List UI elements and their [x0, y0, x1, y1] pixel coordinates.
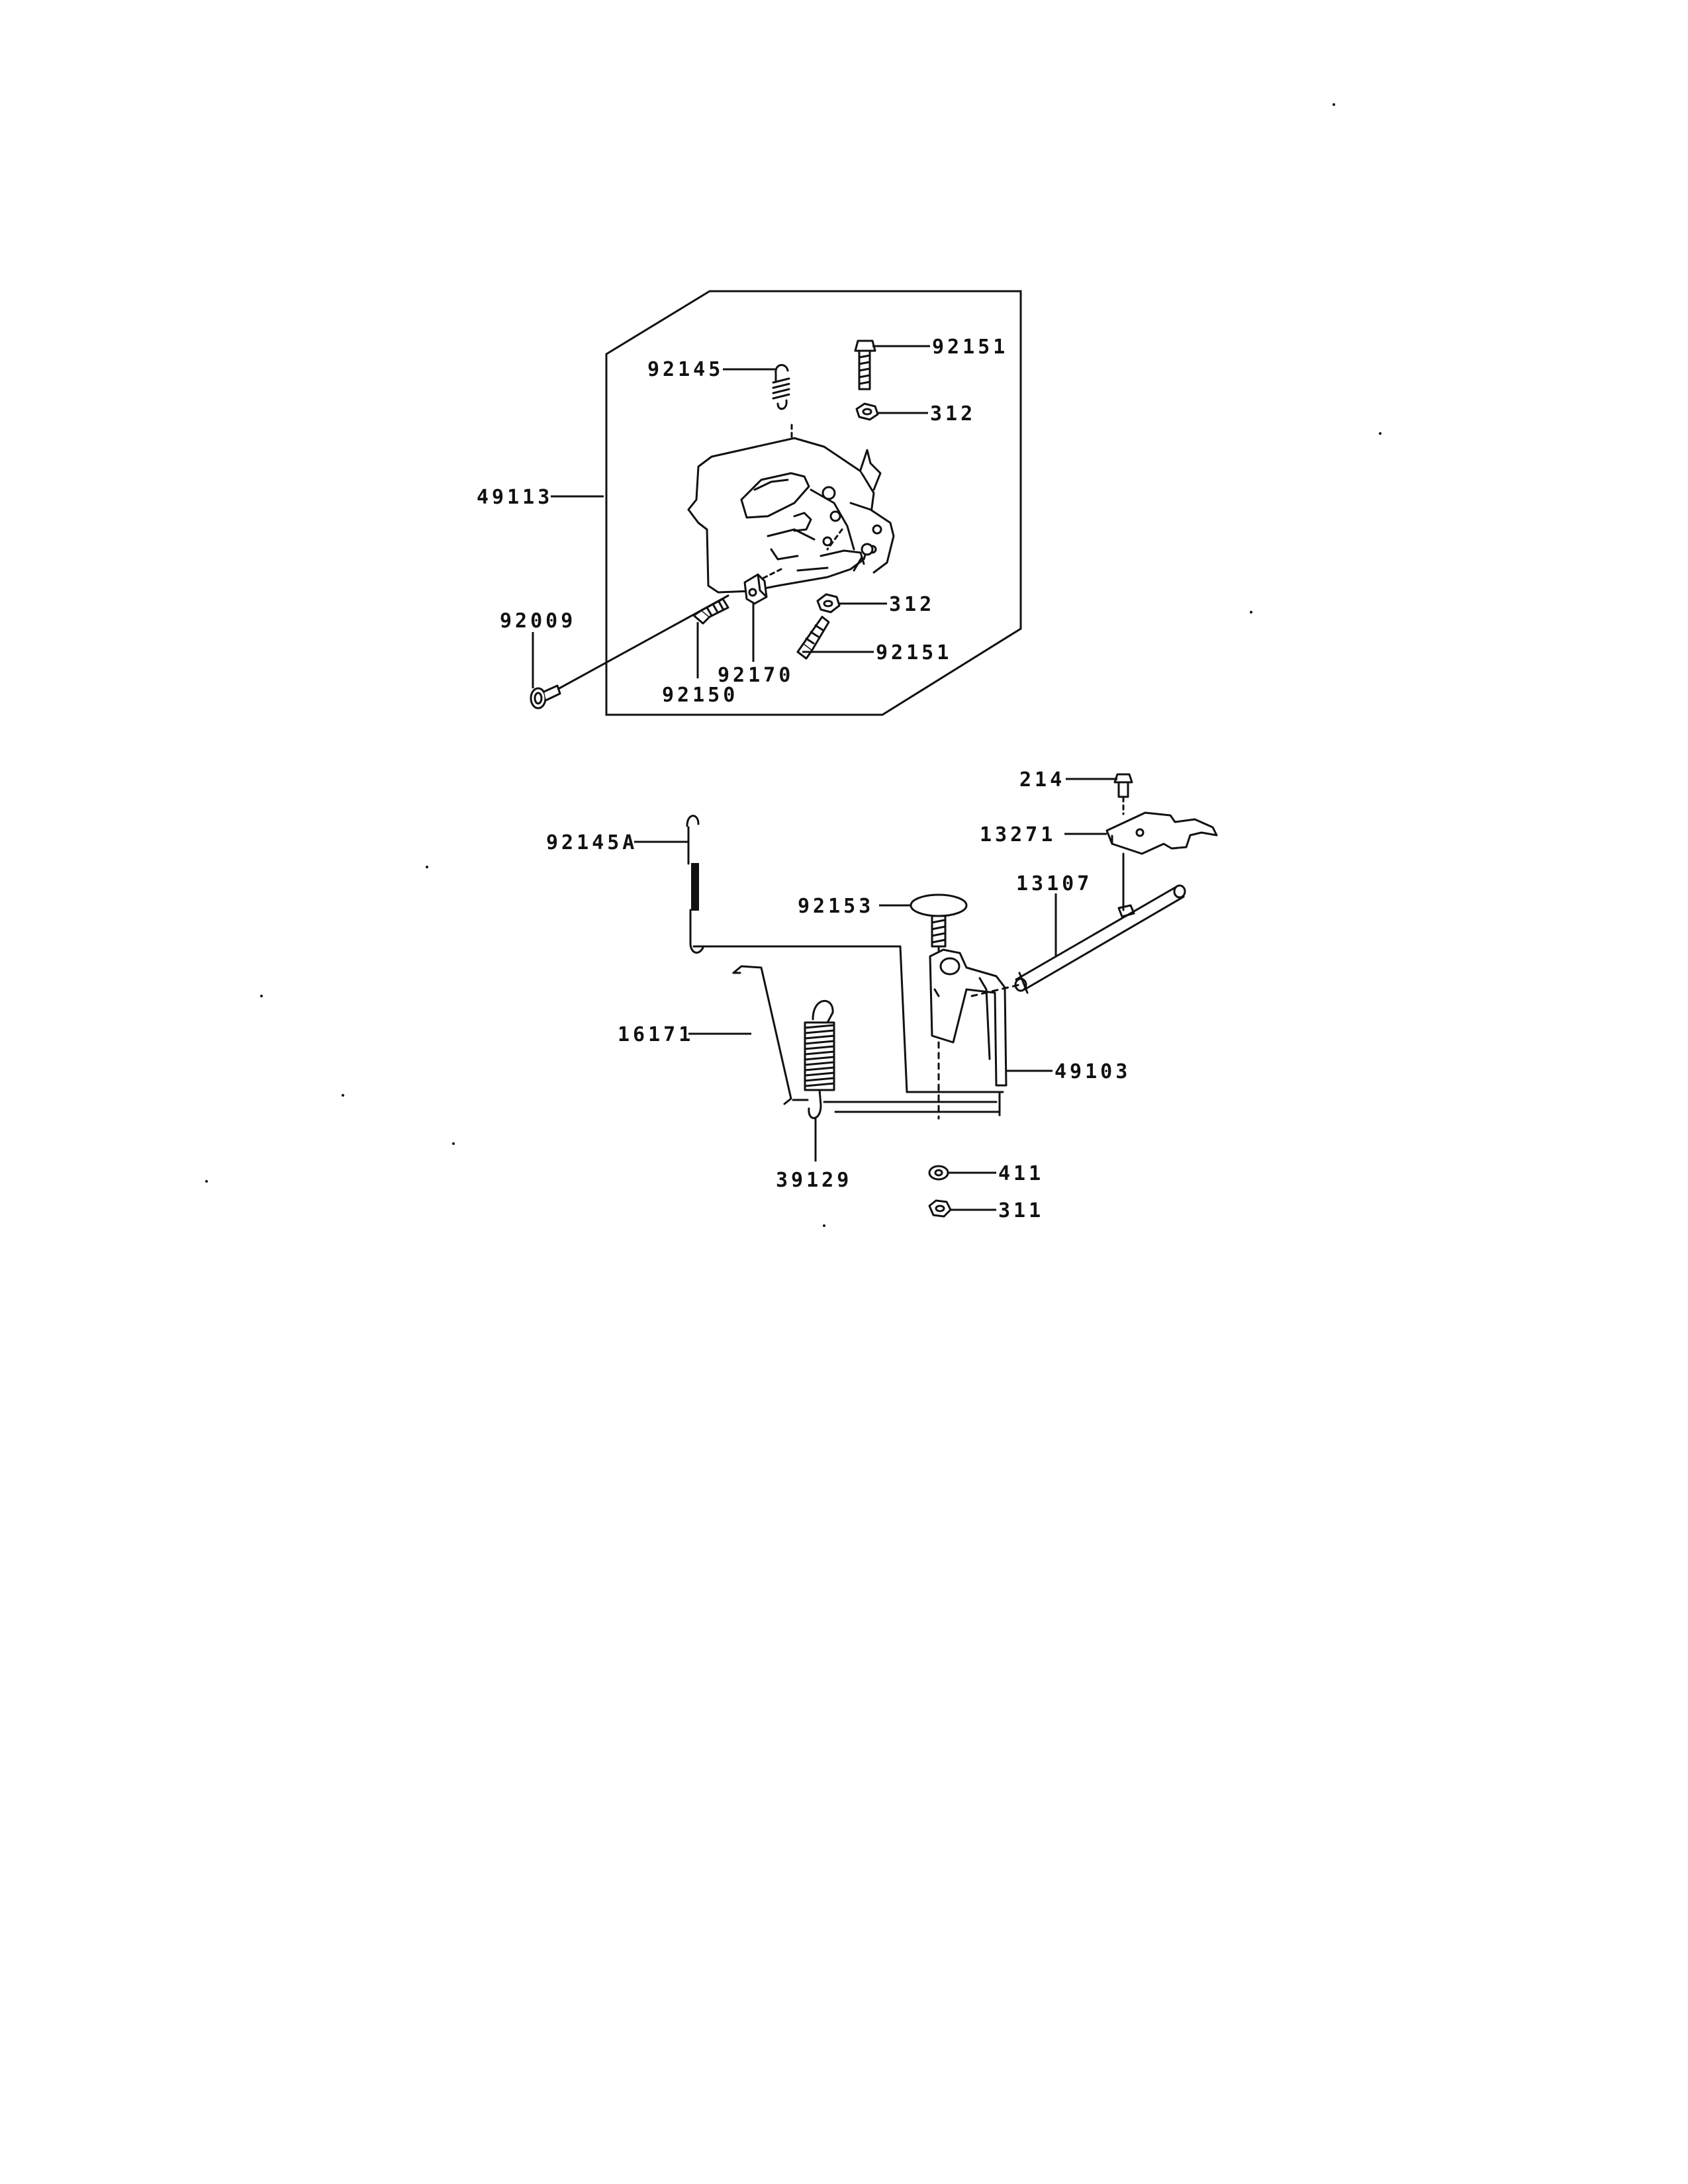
label-92151-top: 92151: [932, 336, 1008, 359]
nut-312-bottom: [816, 593, 841, 614]
spring-92145A: [686, 815, 704, 954]
bolt-92151-top: [854, 340, 876, 390]
washer-411: [928, 1165, 949, 1181]
carriage-bolt-92153: [910, 893, 968, 948]
label-13271: 13271: [980, 823, 1056, 846]
label-92145: 92145: [647, 358, 724, 381]
label-214: 214: [1019, 768, 1065, 792]
spring-92145: [772, 364, 790, 410]
label-92150: 92150: [662, 684, 738, 707]
assembly-outline-49113: [605, 290, 1022, 716]
control-plate-49113: [687, 437, 895, 594]
lever-49103: [929, 948, 1008, 1087]
label-92151-bottom: 92151: [876, 641, 952, 664]
link-rod-16171: [732, 965, 792, 1105]
bracket-13271: [1105, 811, 1218, 855]
label-39129: 39129: [776, 1169, 852, 1192]
label-92145A: 92145A: [546, 831, 637, 854]
bolt-214: [1113, 773, 1133, 798]
label-49113: 49113: [477, 486, 553, 509]
screw-92009: [530, 684, 561, 709]
label-312-bottom: 312: [889, 593, 935, 616]
nut-312-top: [855, 402, 879, 421]
label-311: 311: [998, 1199, 1044, 1222]
nut-311: [928, 1199, 952, 1218]
label-92009: 92009: [500, 610, 576, 633]
label-92170: 92170: [718, 664, 794, 687]
spring-39129: [804, 1000, 835, 1119]
label-312-top: 312: [930, 402, 976, 426]
label-49103: 49103: [1055, 1060, 1131, 1083]
shaft-13107: [1014, 884, 1186, 994]
label-92153: 92153: [798, 895, 874, 918]
link-92170: [743, 573, 768, 605]
label-13107: 13107: [1016, 872, 1092, 895]
label-411: 411: [998, 1162, 1044, 1185]
label-16171: 16171: [618, 1023, 694, 1046]
